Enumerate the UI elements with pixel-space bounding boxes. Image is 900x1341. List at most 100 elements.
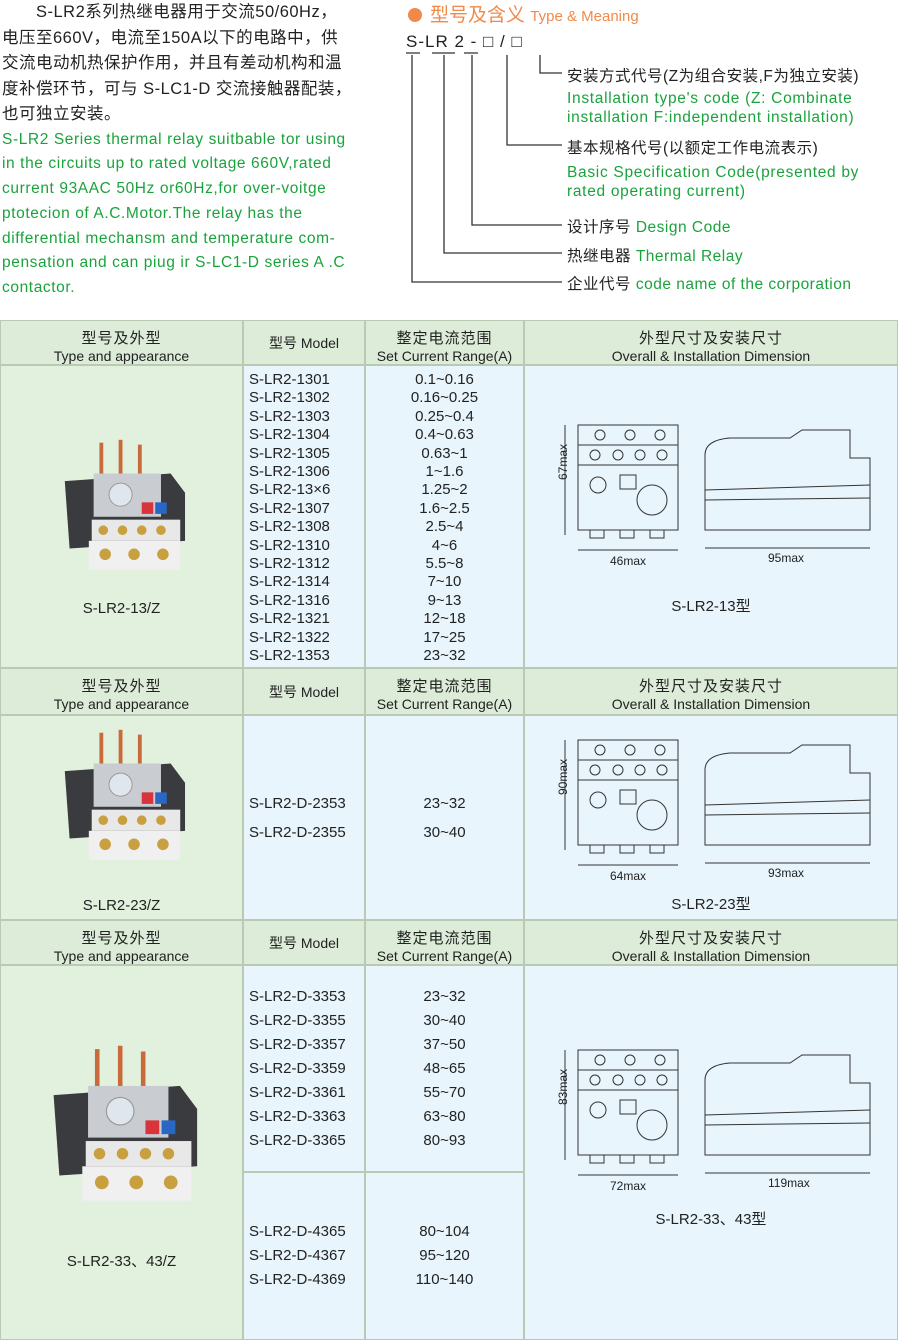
model-number: S-LR2-13×6 (249, 481, 331, 499)
relay-icon (64, 729, 186, 860)
model-number: S-LR2-D-3355 (249, 1012, 346, 1029)
intro-cn-line: 度补偿环节，可与 S-LC1-D 交流接触器配装， (2, 79, 352, 98)
depth-dimension: 119max (768, 1176, 810, 1190)
height-dimension: 90max (556, 759, 570, 795)
model-cell (243, 365, 365, 668)
thermal-relay-label: 热继电器 Thermal Relay (567, 244, 743, 266)
install-type-label-en2: installation F:independent installation) (567, 109, 855, 126)
intro-cn-line: S-LR2系列热继电器用于交流50/60Hz， (2, 3, 338, 21)
width-dimension: 64max (610, 869, 646, 883)
current-range: 48~65 (423, 1060, 466, 1077)
intro-en-line: S-LR2 Series thermal relay suitbable tor… (2, 130, 346, 148)
range-cell (365, 965, 524, 1172)
height-dimension: 83max (556, 1069, 570, 1105)
current-range: 23~32 (423, 795, 466, 812)
current-range: 30~40 (423, 824, 466, 841)
header-dim-cn: 外型尺寸及安装尺寸 (638, 678, 783, 695)
header-type-cn: 型号及外型 (81, 930, 162, 947)
design-code-cn: 设计序号 (567, 219, 632, 236)
depth-dimension: 95max (768, 551, 804, 565)
spec-code-label-en2: rated operating current) (567, 183, 746, 200)
current-range: 4~6 (431, 536, 458, 554)
model-number: S-LR2-1307 (249, 499, 330, 517)
corporation-code-cn: 企业代号 (567, 276, 632, 293)
dimension-drawing-svg: 67max 46max 95max (556, 424, 871, 568)
model-number: S-LR2-D-4367 (249, 1247, 346, 1264)
current-range: 2.5~4 (425, 518, 464, 536)
intro-en-line: ptotecion of A.C.Motor.The relay has the (2, 204, 303, 222)
model-number: S-LR2-1308 (249, 518, 330, 536)
header-range-cn: 整定电流范围 (396, 930, 493, 947)
title-en: Type & Meaning (530, 8, 639, 25)
depth-dimension: 93max (768, 866, 804, 880)
intro-en-line: contactor. (2, 279, 76, 297)
model-number: S-LR2-1353 (249, 647, 330, 664)
spec-code-label-en: Basic Specification Code(presented by (567, 164, 860, 181)
dimension-cell (524, 715, 898, 920)
current-range: 1~1.6 (425, 463, 464, 480)
model-cell (243, 1172, 365, 1340)
current-range: 80~104 (419, 1223, 470, 1240)
header-type-cn: 型号及外型 (81, 330, 162, 347)
model-number: S-LR2-1312 (249, 555, 330, 572)
model-number: S-LR2-D-3361 (249, 1084, 346, 1101)
dimension-drawing: 90max 64max 93max (540, 735, 890, 885)
product-photo (30, 1040, 215, 1207)
header-model: 型号 Model (243, 920, 365, 965)
drawing-caption: S-LR2-33、43型 (655, 1211, 767, 1228)
intro-en-line: in the circuits up to rated voltage 660V… (2, 155, 332, 173)
current-range: 1.25~2 (421, 481, 468, 499)
header-type-cn: 型号及外型 (81, 678, 162, 695)
model-code: S-LR 2 - □ / □ (406, 32, 523, 51)
model-number: S-LR2-1316 (249, 591, 330, 609)
current-range: 30~40 (423, 1012, 466, 1029)
product-caption: S-LR2-33、43/Z (66, 1253, 177, 1270)
model-number: S-LR2-D-3357 (249, 1036, 346, 1053)
current-range: 23~32 (423, 647, 466, 664)
model-number: S-LR2-1301 (249, 371, 330, 388)
current-range: 9~13 (427, 591, 462, 609)
current-range: 17~25 (423, 628, 466, 646)
model-number: S-LR2-1303 (249, 407, 330, 425)
current-range: 0.1~0.16 (415, 371, 474, 388)
model-number: S-LR2-D-4365 (249, 1223, 346, 1240)
current-range: 95~120 (419, 1247, 470, 1264)
corporation-code-label: 企业代号 code name of the corporation (567, 272, 851, 294)
current-range: 5.5~8 (425, 555, 464, 572)
header-range-en: Set Current Range(A) (376, 348, 513, 364)
current-range: 0.25~0.4 (415, 407, 474, 425)
header-model: 型号 Model (243, 320, 365, 365)
current-range: 7~10 (427, 573, 462, 591)
current-range: 0.63~1 (421, 444, 468, 462)
intro-text: S-LR2系列热继电器用于交流50/60Hz， 电压至660V，电流至150A以… (2, 0, 397, 301)
thermal-relay-en: Thermal Relay (635, 248, 744, 265)
current-range: 1.6~2.5 (419, 499, 470, 517)
range-cell (365, 365, 524, 668)
install-type-label-cn: 安装方式代号(Z为组合安装,F为独立安装) (567, 68, 860, 85)
model-number: S-LR2-1314 (249, 573, 330, 591)
range-cell (365, 1172, 524, 1340)
relay-icon (53, 1045, 198, 1201)
title-cn: 型号及含义 (430, 5, 526, 26)
product-caption: S-LR2-23/Z (82, 897, 161, 914)
model-cell (243, 965, 365, 1172)
model-number: S-LR2-1305 (249, 444, 330, 462)
header-range-cn: 整定电流范围 (396, 678, 493, 695)
header-range-en: Set Current Range(A) (376, 948, 513, 964)
range-cell (365, 715, 524, 920)
current-range: 23~32 (423, 988, 466, 1005)
intro-en-line: pensation and can piug ir S-LC1-D series… (2, 254, 346, 272)
model-number: S-LR2-D-3353 (249, 988, 346, 1005)
design-code-label: 设计序号 Design Code (567, 215, 731, 237)
relay-icon (64, 439, 186, 570)
product-caption: S-LR2-13/Z (82, 600, 161, 617)
